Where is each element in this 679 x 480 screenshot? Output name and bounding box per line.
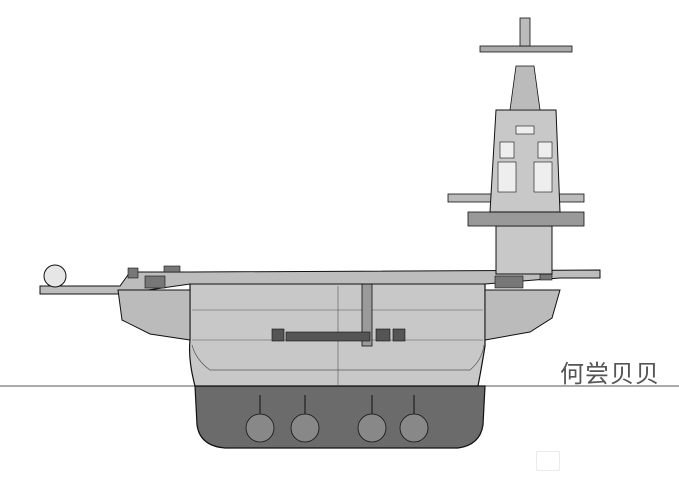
island-windows	[497, 125, 553, 193]
island-platform	[467, 211, 585, 227]
propellers	[245, 413, 429, 443]
mast-top	[519, 17, 531, 47]
main-hull	[188, 273, 486, 387]
hull-curve	[191, 344, 485, 371]
starboard-sponson	[484, 289, 561, 341]
watermark-mark	[536, 451, 560, 471]
island-superstructure	[489, 109, 561, 213]
mast	[509, 65, 541, 111]
radar-dome	[43, 264, 67, 288]
mast-yard	[479, 45, 573, 53]
boat-row	[271, 328, 406, 342]
deck-equipment	[127, 265, 553, 289]
artist-signature: 何尝贝贝	[560, 360, 660, 388]
underwater-hull	[194, 385, 486, 449]
island-base	[495, 225, 553, 275]
port-sponson	[117, 289, 191, 341]
shafts	[259, 395, 415, 414]
